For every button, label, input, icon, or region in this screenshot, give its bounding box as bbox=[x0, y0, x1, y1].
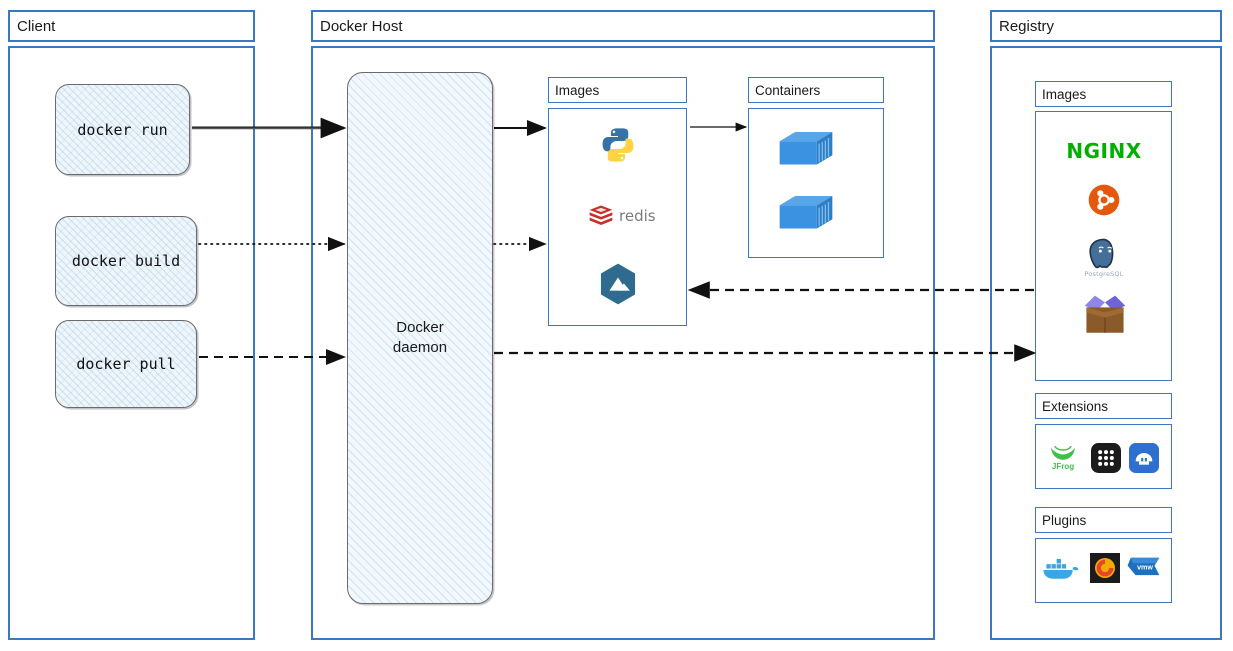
shipping-container-icon-2 bbox=[775, 190, 837, 236]
python-logo bbox=[599, 126, 637, 164]
vmware-logo: vmw bbox=[1126, 553, 1164, 583]
daemon-label-line2: daemon bbox=[392, 339, 448, 356]
command-label-docker-build: docker build bbox=[71, 252, 181, 270]
redis-label: redis bbox=[619, 207, 656, 225]
panel-title-client: Client bbox=[17, 17, 56, 35]
alpine-logo bbox=[598, 263, 638, 305]
docker-whale-logo bbox=[1042, 555, 1080, 585]
sub-title-host-containers: Containers bbox=[755, 82, 821, 98]
nginx-logo: NGINX bbox=[1063, 138, 1145, 164]
open-box-icon bbox=[1078, 290, 1132, 340]
sub-title-registry-extensions: Extensions bbox=[1042, 398, 1109, 414]
sub-header-registry-extensions: Extensions bbox=[1035, 393, 1172, 419]
command-box-docker-pull[interactable]: docker pull bbox=[55, 320, 197, 408]
panel-header-client: Client bbox=[8, 10, 255, 42]
blue-extension-icon bbox=[1129, 443, 1159, 473]
svg-text:vmw: vmw bbox=[1137, 564, 1153, 572]
sub-body-host-images bbox=[548, 108, 687, 326]
jfrog-label: JFrog bbox=[1051, 461, 1075, 471]
panel-header-registry: Registry bbox=[990, 10, 1222, 42]
panel-title-registry: Registry bbox=[999, 17, 1055, 35]
grafana-logo bbox=[1090, 553, 1120, 583]
command-box-docker-build[interactable]: docker build bbox=[55, 216, 197, 306]
jfrog-logo: JFrog bbox=[1045, 441, 1081, 473]
ubuntu-logo bbox=[1088, 184, 1120, 216]
sub-title-registry-plugins: Plugins bbox=[1042, 512, 1087, 528]
sub-title-host-images: Images bbox=[555, 82, 600, 98]
sub-header-host-images: Images bbox=[548, 77, 687, 103]
command-box-docker-run[interactable]: docker run bbox=[55, 84, 190, 175]
command-label-docker-run: docker run bbox=[77, 120, 168, 139]
redis-logo: redis bbox=[588, 203, 684, 229]
nginx-label: NGINX bbox=[1066, 139, 1142, 163]
sub-title-registry-images: Images bbox=[1042, 86, 1087, 102]
command-label-docker-pull: docker pull bbox=[76, 355, 176, 373]
panel-header-docker-host: Docker Host bbox=[311, 10, 935, 42]
postgresql-label: PostgreSQL bbox=[1084, 270, 1124, 278]
sub-header-host-containers: Containers bbox=[748, 77, 884, 103]
shipping-container-icon-1 bbox=[775, 126, 837, 172]
app-grid-icon bbox=[1091, 443, 1121, 473]
postgresql-logo: PostgreSQL bbox=[1082, 236, 1126, 280]
sub-header-registry-images: Images bbox=[1035, 81, 1172, 107]
sub-header-registry-plugins: Plugins bbox=[1035, 507, 1172, 533]
panel-title-docker-host: Docker Host bbox=[320, 17, 403, 35]
daemon-label-line1: Docker bbox=[396, 318, 444, 336]
docker-daemon-box[interactable]: Docker daemon bbox=[347, 72, 493, 604]
